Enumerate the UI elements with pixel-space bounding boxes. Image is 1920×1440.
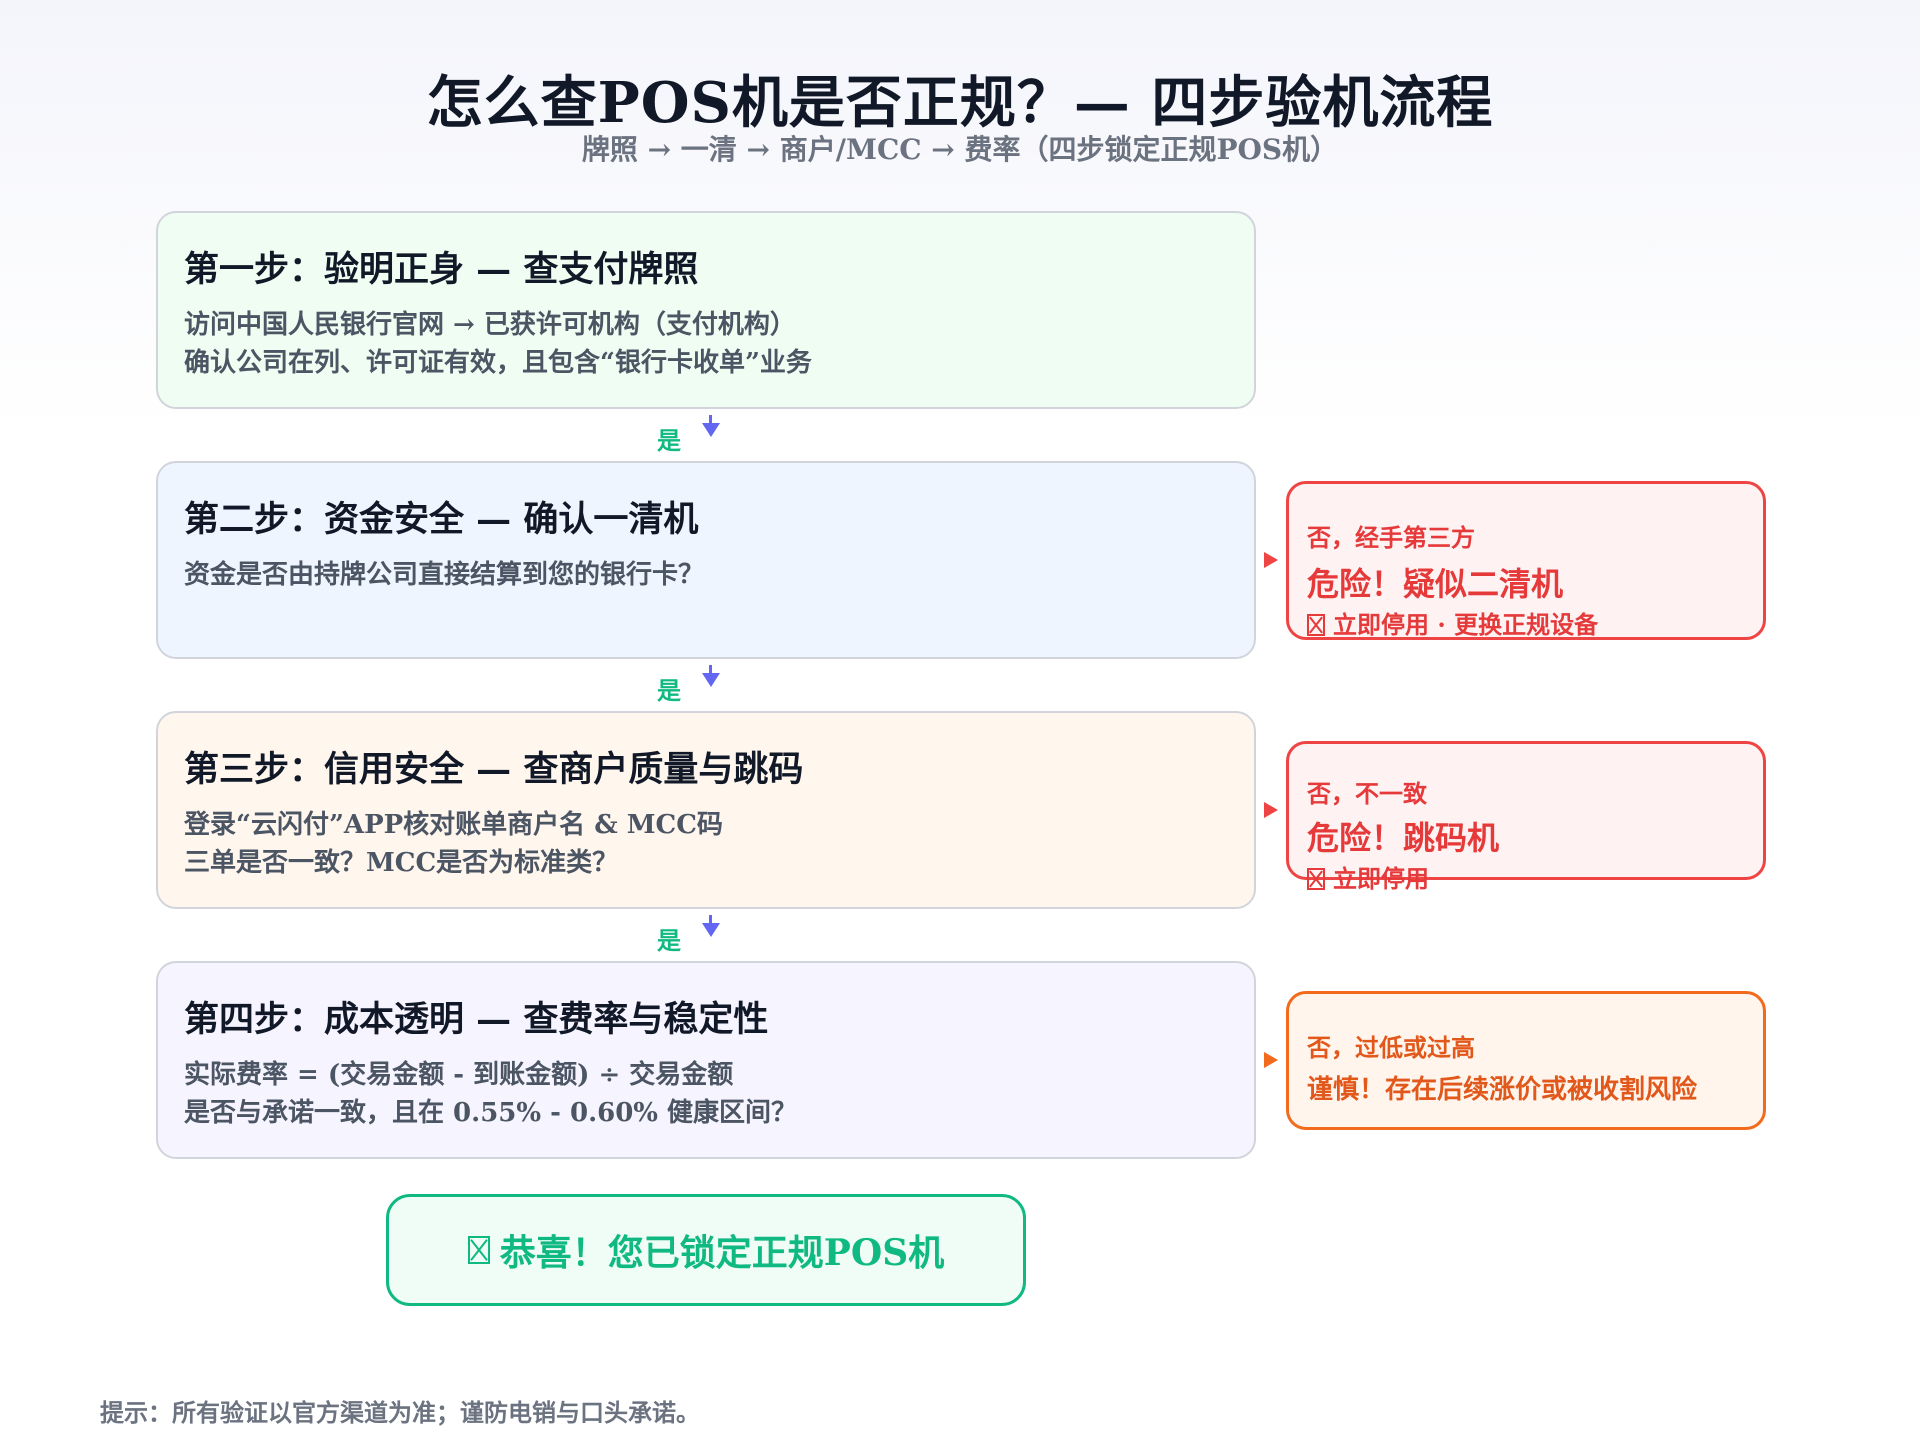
step-2-title: 第二步：资金安全 — 确认一清机	[184, 499, 699, 540]
branch-1-arrow-icon	[1264, 552, 1278, 568]
step-1-line-2: 确认公司在列、许可证有效，且包含“银行卡收单”业务	[184, 348, 812, 378]
step-4-title: 第四步：成本透明 — 查费率与稳定性	[184, 999, 769, 1040]
final-result-label: 恭喜！您已锁定正规POS机	[499, 1232, 945, 1274]
branch-2-arrow-icon	[1264, 802, 1278, 818]
connector-2	[702, 665, 720, 687]
page-title: 怎么查POS机是否正规？— 四步验机流程	[426, 70, 1494, 136]
branch-1-box: 否，经手第三方 危险！疑似二清机 立即停用 · 更换正规设备	[1286, 481, 1766, 640]
branch-3-box: 否，过低或过高 谨慎！存在后续涨价或被收割风险	[1286, 991, 1766, 1130]
yes-label-1: 是	[657, 426, 681, 455]
missing-glyph-icon	[467, 1236, 490, 1264]
step-4-line-1: 实际费率 = (交易金额 - 到账金额) ÷ 交易金额	[184, 1060, 734, 1090]
branch-3-arrow-icon	[1264, 1052, 1278, 1068]
branch-2-warning: 危险！跳码机	[1307, 819, 1500, 857]
branch-1-action-row: 立即停用 · 更换正规设备	[1307, 605, 1745, 640]
step-3-line-1: 登录“云闪付”APP核对账单商户名 & MCC码	[184, 810, 723, 840]
arrow-down-icon	[702, 673, 720, 687]
branch-1-condition: 否，经手第三方	[1307, 523, 1475, 552]
yes-label-3: 是	[657, 926, 681, 955]
connector-3	[702, 915, 720, 937]
branch-1-warning: 危险！疑似二清机	[1307, 565, 1564, 603]
footer-note: 提示：所有验证以官方渠道为准；谨防电销与口头承诺。	[100, 1398, 700, 1427]
branch-2-box: 否，不一致 危险！跳码机 立即停用	[1286, 741, 1766, 893]
arrow-down-icon	[702, 423, 720, 437]
yes-label-2: 是	[657, 676, 681, 705]
step-1-title: 第一步：验明正身 — 查支付牌照	[184, 249, 699, 290]
branch-3-condition: 否，过低或过高	[1307, 1033, 1475, 1062]
arrow-down-icon	[702, 923, 720, 937]
step-3-line-2: 三单是否一致？MCC是否为标准类？	[184, 848, 619, 878]
step-2-line-1: 资金是否由持牌公司直接结算到您的银行卡？	[184, 560, 705, 590]
step-2-box: 第二步：资金安全 — 确认一清机 资金是否由持牌公司直接结算到您的银行卡？	[156, 461, 1256, 659]
step-1-line-1: 访问中国人民银行官网 → 已获许可机构（支付机构）	[184, 310, 796, 340]
step-1-box: 第一步：验明正身 — 查支付牌照 访问中国人民银行官网 → 已获许可机构（支付机…	[156, 211, 1256, 409]
final-result-box: 恭喜！您已锁定正规POS机	[386, 1194, 1026, 1306]
step-3-title: 第三步：信用安全 — 查商户质量与跳码	[184, 749, 804, 790]
missing-glyph-icon	[1307, 868, 1325, 890]
branch-2-action: 立即停用	[1333, 864, 1429, 893]
branch-2-action-row: 立即停用	[1307, 859, 1745, 894]
connector-1	[702, 415, 720, 437]
step-4-line-2: 是否与承诺一致，且在 0.55% - 0.60% 健康区间？	[184, 1098, 798, 1128]
page-subtitle: 牌照 → 一清 → 商户/MCC → 费率（四步锁定正规POS机）	[581, 133, 1339, 166]
step-3-box: 第三步：信用安全 — 查商户质量与跳码 登录“云闪付”APP核对账单商户名 & …	[156, 711, 1256, 909]
branch-3-warning: 谨慎！存在后续涨价或被收割风险	[1307, 1075, 1698, 1105]
branch-2-condition: 否，不一致	[1307, 779, 1427, 808]
branch-1-action: 立即停用 · 更换正规设备	[1333, 610, 1599, 639]
missing-glyph-icon	[1307, 614, 1325, 636]
step-4-box: 第四步：成本透明 — 查费率与稳定性 实际费率 = (交易金额 - 到账金额) …	[156, 961, 1256, 1159]
